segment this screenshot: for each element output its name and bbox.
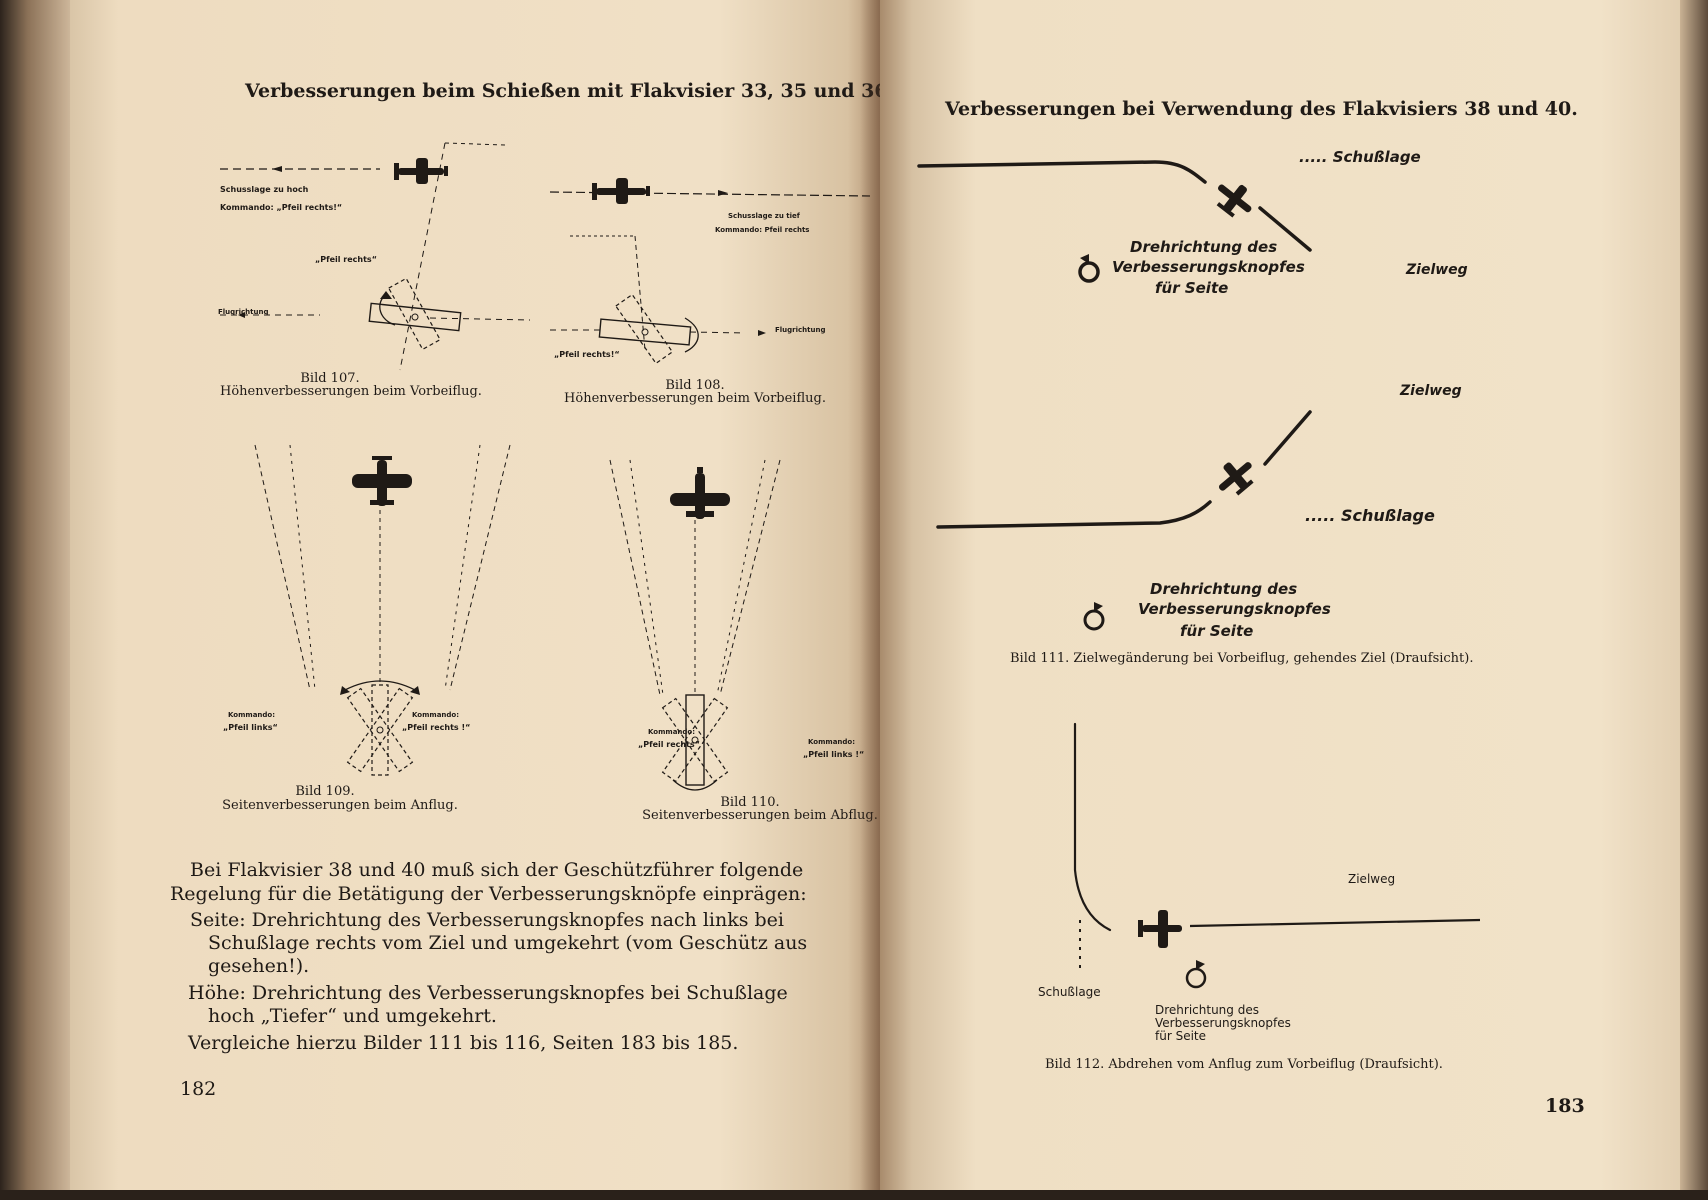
fig109-right-command: Kommando:	[412, 711, 459, 719]
hoehe-line2: hoch „Tiefer“ und umgekehrt.	[208, 1006, 497, 1027]
book-edge-bottom	[0, 1190, 1708, 1200]
fig111a-dreh2: Verbesserungsknopfes	[1112, 258, 1305, 276]
fig112-schusslage: Schußlage	[1038, 985, 1101, 999]
rotation-arrow-icon	[1080, 600, 1110, 634]
fig107-caption: Höhenverbesserungen beim Vorbeiflug.	[220, 385, 480, 399]
airplane-icon	[394, 158, 448, 184]
fig111-caption: Bild 111. Zielwegänderung bei Vorbeiflug…	[1010, 652, 1473, 666]
airplane-icon	[352, 456, 412, 506]
para1-line1: Bei Flakvisier 38 und 40 muß sich der Ge…	[190, 860, 803, 881]
fig109-diagram	[250, 440, 510, 780]
fig111a-schusslage: ..... Schußlage	[1299, 148, 1421, 166]
rotation-arrow-icon	[1075, 252, 1105, 286]
fig107-label-flugrichtung: Flugrichtung	[218, 308, 268, 316]
fig109-right-value: „Pfeil rechts !“	[402, 723, 470, 732]
rotation-arrow-icon	[1182, 958, 1212, 992]
fig107-label-kommando: Kommando: „Pfeil rechts!“	[220, 203, 342, 212]
fig108-diagram	[540, 170, 870, 370]
fig109-caption: Seitenverbesserungen beim Anflug.	[220, 799, 460, 813]
left-page-number: 182	[180, 1078, 216, 1100]
fig111b-diagram	[930, 400, 1370, 540]
fig110-right-command: Kommando:	[808, 738, 855, 746]
fig111a-dreh3: für Seite	[1155, 279, 1228, 297]
book-edge-left	[0, 0, 70, 1200]
vergleiche-line: Vergleiche hierzu Bilder 111 bis 116, Se…	[188, 1033, 738, 1054]
airplane-icon	[592, 178, 650, 204]
fig112-dreh3: für Seite	[1155, 1030, 1206, 1043]
hoehe-line1: Höhe: Drehrichtung des Verbesserungsknop…	[188, 983, 788, 1004]
fig107-label-schusslage: Schusslage zu hoch	[220, 185, 308, 194]
fig111b-dreh2: Verbesserungsknopfes	[1138, 600, 1331, 618]
fig110-right-value: „Pfeil links !“	[803, 750, 864, 759]
airplane-icon	[1138, 910, 1182, 948]
fig107-label-pfeil: „Pfeil rechts“	[315, 255, 377, 264]
fig108-label-pfeil: „Pfeil rechts!“	[554, 350, 620, 359]
fig108-label-schusslage: Schusslage zu tief	[728, 212, 800, 220]
fig109-left-command: Kommando:	[228, 711, 275, 719]
left-page-heading: Verbesserungen beim Schießen mit Flakvis…	[245, 80, 894, 102]
fig112-caption: Bild 112. Abdrehen vom Anflug zum Vorbei…	[1045, 1058, 1443, 1072]
fig110-diagram	[605, 455, 865, 785]
airplane-icon	[1209, 174, 1260, 224]
fig110-left-value: „Pfeil rechts“	[638, 740, 700, 749]
book-edge-right	[1680, 0, 1708, 1200]
fig109-left-value: „Pfeil links“	[223, 723, 278, 732]
fig111b-zielweg: Zielweg	[1400, 383, 1462, 399]
fig107-diagram	[210, 135, 530, 365]
airplane-icon	[670, 467, 730, 519]
left-page: Verbesserungen beim Schießen mit Flakvis…	[70, 0, 880, 1190]
fig108-caption: Höhenverbesserungen beim Vorbeiflug.	[560, 392, 830, 406]
fig110-left-command: Kommando:	[648, 728, 695, 736]
airplane-icon	[1210, 452, 1261, 502]
fig108-label-flugrichtung: Flugrichtung	[775, 326, 825, 334]
fig109-caption-number: Bild 109.	[250, 785, 400, 799]
fig108-label-kommando: Kommando: Pfeil rechts	[715, 226, 809, 234]
fig112-diagram	[1060, 720, 1500, 980]
fig111a-diagram	[905, 150, 1365, 300]
fig111b-dreh3: für Seite	[1180, 622, 1253, 640]
seite-line3: gesehen!).	[208, 956, 309, 977]
right-page-heading: Verbesserungen bei Verwendung des Flakvi…	[945, 98, 1578, 120]
fig111a-zielweg: Zielweg	[1406, 262, 1468, 278]
para1-line2: Regelung für die Betätigung der Verbesse…	[170, 884, 807, 905]
fig111a-dreh1: Drehrichtung des	[1130, 238, 1277, 256]
fig112-zielweg: Zielweg	[1348, 872, 1395, 886]
fig111b-schusslage: ..... Schußlage	[1305, 506, 1435, 525]
seite-line1: Seite: Drehrichtung des Verbesserungskno…	[190, 910, 784, 931]
fig110-caption: Seitenverbesserungen beim Abflug.	[635, 809, 885, 823]
right-page: Verbesserungen bei Verwendung des Flakvi…	[880, 0, 1680, 1190]
fig111b-dreh1: Drehrichtung des	[1150, 580, 1297, 598]
right-page-number: 183	[1545, 1095, 1585, 1117]
seite-line2: Schußlage rechts vom Ziel und umgekehrt …	[208, 933, 807, 954]
